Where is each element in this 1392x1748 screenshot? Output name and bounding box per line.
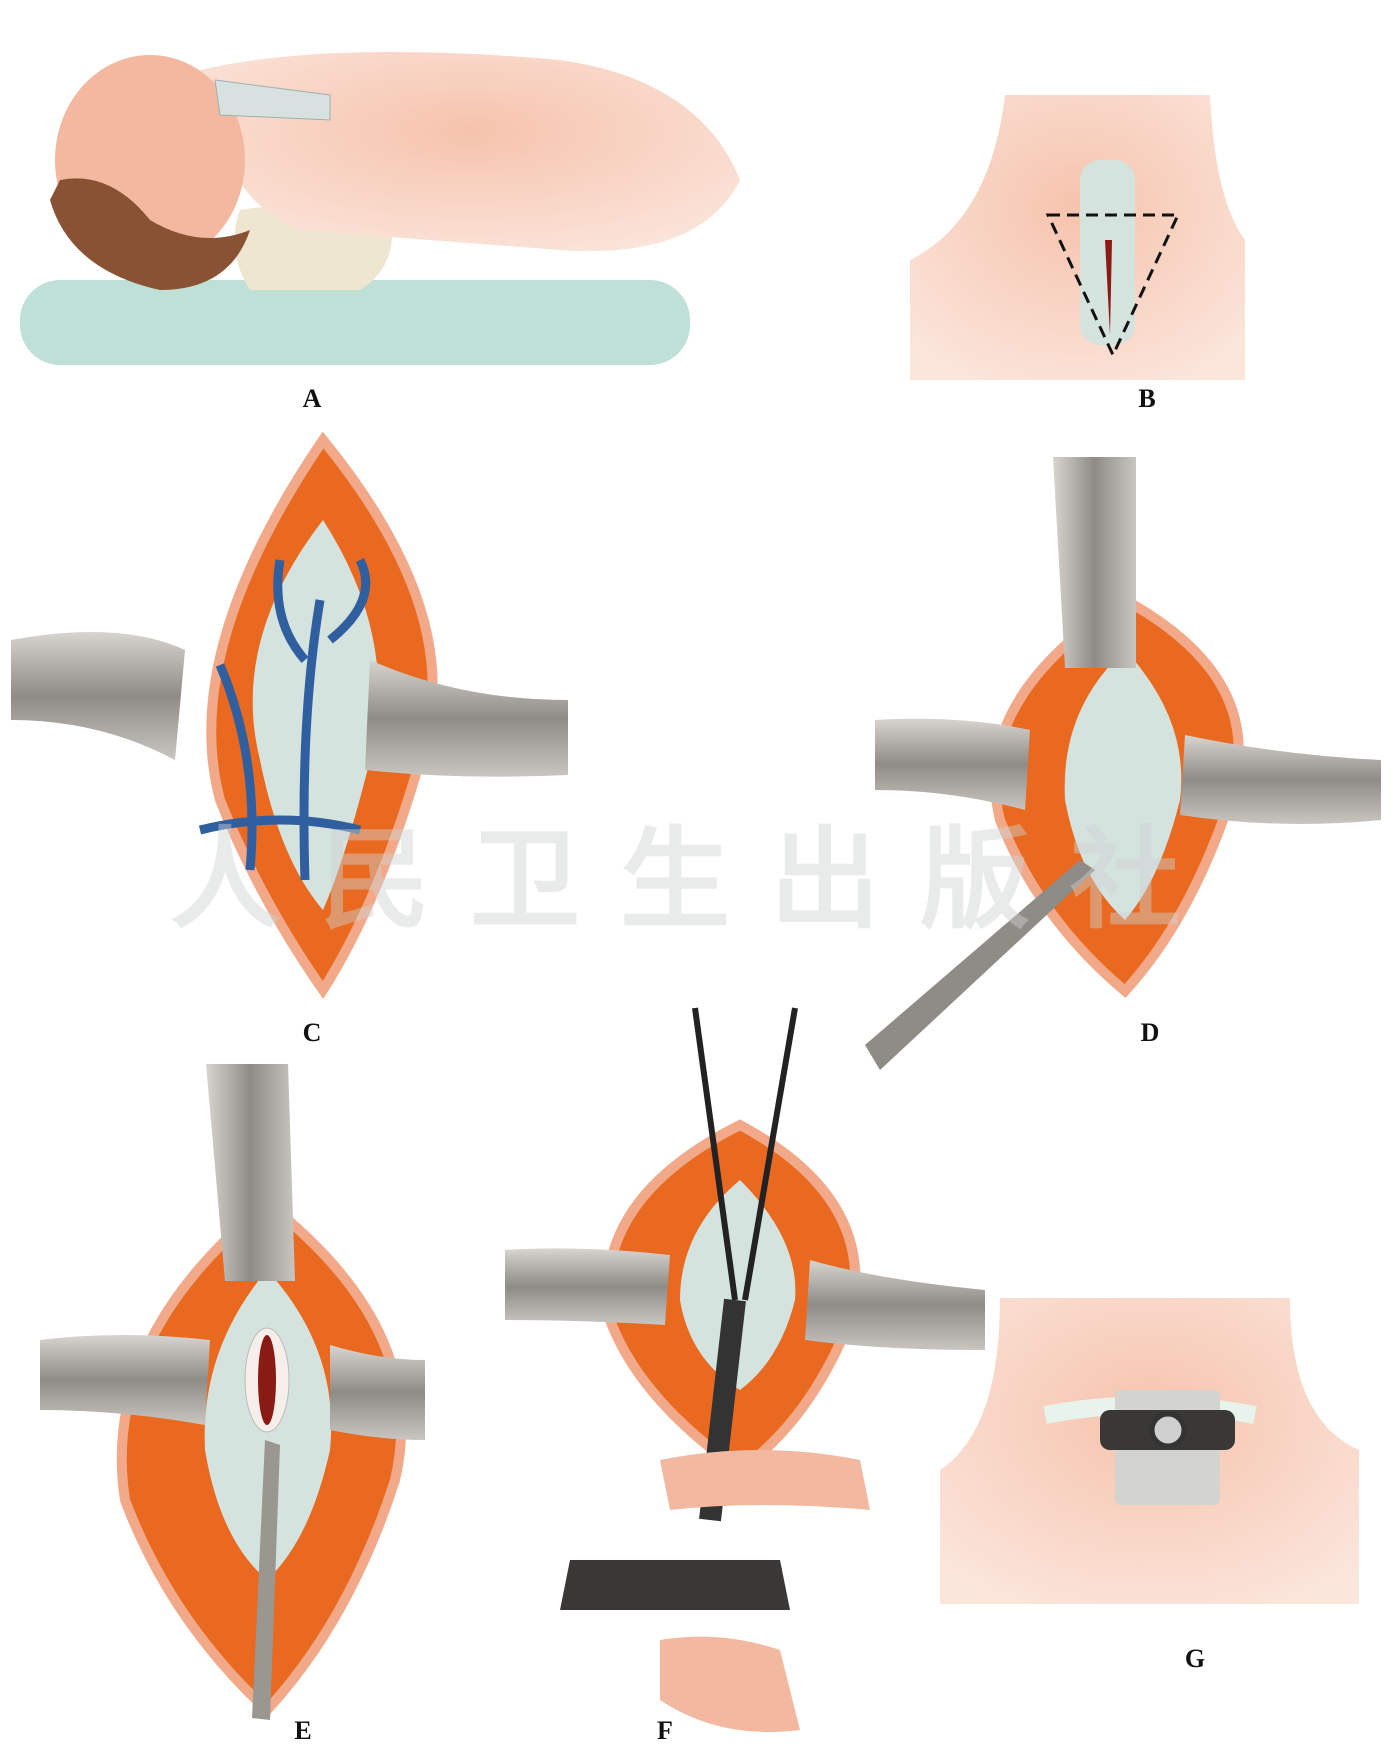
retractor-left: [40, 1335, 210, 1425]
trachea-icon: [214, 79, 331, 121]
retractor-right: [805, 1260, 985, 1350]
veins: [198, 557, 371, 881]
retractor-left: [505, 1248, 670, 1325]
panel-e-tracheal-window: [40, 1064, 425, 1720]
torso: [200, 52, 740, 252]
retractor-top: [1053, 457, 1136, 668]
scalpel-icon: [865, 860, 1095, 1070]
retractor-right: [1180, 735, 1381, 824]
panel-label-b: B: [1138, 384, 1156, 413]
panel-label-c: C: [302, 1018, 322, 1047]
hand: [660, 1636, 800, 1732]
retractor-right: [330, 1345, 425, 1440]
panel-a-patient-position: [20, 52, 740, 365]
panel-label-e: E: [294, 1716, 312, 1745]
panel-f-tube-insertion: [505, 1007, 985, 1732]
forceps-icon: [252, 1440, 280, 1720]
incision: [1105, 240, 1112, 335]
dashed-triangle: [1045, 213, 1181, 359]
retractor-top: [206, 1064, 295, 1281]
hair: [50, 178, 250, 290]
pillow-pad: [20, 280, 690, 365]
tube-opening: [1149, 1411, 1187, 1449]
retractor-left: [11, 632, 185, 760]
neck: [910, 95, 1245, 380]
panel-label-f: F: [657, 1716, 673, 1745]
panel-b-neck-triangle: [910, 95, 1245, 380]
tracheal-opening: [258, 1335, 276, 1425]
retractor-right: [365, 660, 568, 777]
watermark: 人民卫生出版社: [170, 815, 1220, 944]
panel-label-a: A: [302, 384, 322, 413]
panel-c-vessels-exposed: [11, 431, 568, 1000]
panel-g-tube-secured: [940, 1298, 1359, 1604]
tube-flange: [560, 1560, 790, 1610]
panel-d-incision-scalpel: [865, 457, 1381, 1070]
panel-label-d: D: [1140, 1018, 1160, 1047]
panel-label-g: G: [1184, 1644, 1206, 1673]
hemostat-icon: [692, 1007, 798, 1301]
trachea: [1064, 650, 1182, 920]
hand: [660, 1450, 870, 1510]
trachea: [680, 1180, 796, 1390]
retractor-left: [875, 718, 1030, 810]
